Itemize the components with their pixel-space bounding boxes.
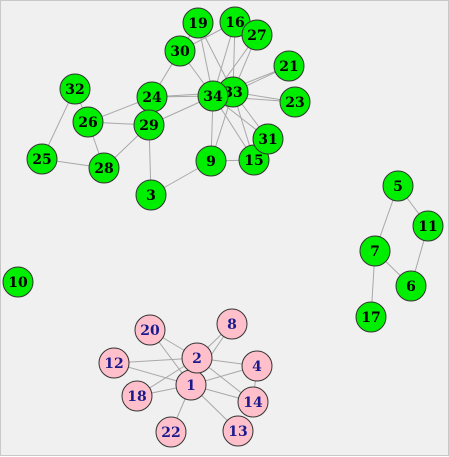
node-circle[interactable] <box>241 19 273 51</box>
node-31[interactable]: 31 <box>252 123 284 155</box>
node-circle[interactable] <box>155 416 187 448</box>
node-6[interactable]: 6 <box>395 270 427 302</box>
node-label: 15 <box>244 153 263 169</box>
node-circle[interactable] <box>195 145 227 177</box>
node-9[interactable]: 9 <box>195 145 227 177</box>
node-11[interactable]: 11 <box>412 210 444 242</box>
node-label: 14 <box>243 395 263 411</box>
node-label: 30 <box>170 44 190 60</box>
node-circle[interactable] <box>355 301 387 333</box>
node-circle[interactable] <box>59 73 91 105</box>
node-label: 31 <box>258 132 277 148</box>
node-10[interactable]: 10 <box>2 266 34 298</box>
node-12[interactable]: 12 <box>98 347 130 379</box>
node-label: 23 <box>285 95 304 111</box>
node-circle[interactable] <box>382 170 414 202</box>
node-24[interactable]: 24 <box>136 81 168 113</box>
node-circle[interactable] <box>273 50 305 82</box>
node-label: 34 <box>203 89 223 105</box>
node-3[interactable]: 3 <box>135 179 167 211</box>
node-circle[interactable] <box>237 386 269 418</box>
node-7[interactable]: 7 <box>359 235 391 267</box>
node-circle[interactable] <box>197 80 229 112</box>
node-label: 1 <box>186 378 196 394</box>
node-21[interactable]: 21 <box>273 50 305 82</box>
node-label: 26 <box>78 115 97 131</box>
node-circle[interactable] <box>216 308 248 340</box>
node-label: 28 <box>94 161 113 177</box>
node-label: 4 <box>252 359 262 375</box>
node-label: 29 <box>139 118 158 134</box>
node-circle[interactable] <box>26 143 58 175</box>
node-25[interactable]: 25 <box>26 143 58 175</box>
node-23[interactable]: 23 <box>279 86 311 118</box>
node-16[interactable]: 16 <box>219 6 251 38</box>
node-label: 22 <box>161 425 180 441</box>
node-label: 16 <box>225 15 244 31</box>
node-13[interactable]: 13 <box>222 415 254 447</box>
node-19[interactable]: 19 <box>182 7 214 39</box>
node-28[interactable]: 28 <box>88 152 120 184</box>
node-circle[interactable] <box>72 106 104 138</box>
node-circle[interactable] <box>395 270 427 302</box>
node-circle[interactable] <box>2 266 34 298</box>
node-label: 3 <box>146 188 156 204</box>
node-circle[interactable] <box>121 380 153 412</box>
node-18[interactable]: 18 <box>121 380 153 412</box>
node-label: 21 <box>279 59 298 75</box>
node-label: 18 <box>127 389 146 405</box>
node-label: 12 <box>104 356 123 372</box>
node-label: 17 <box>361 310 380 326</box>
node-circle[interactable] <box>279 86 311 118</box>
node-circle[interactable] <box>359 235 391 267</box>
node-label: 6 <box>406 279 416 295</box>
node-14[interactable]: 14 <box>237 386 269 418</box>
node-label: 5 <box>393 179 403 195</box>
node-label: 20 <box>140 323 160 339</box>
node-circle[interactable] <box>133 109 165 141</box>
node-circle[interactable] <box>88 152 120 184</box>
node-circle[interactable] <box>181 342 213 374</box>
node-circle[interactable] <box>412 210 444 242</box>
node-34[interactable]: 34 <box>197 80 229 112</box>
node-label: 13 <box>228 424 247 440</box>
node-circle[interactable] <box>98 347 130 379</box>
node-label: 27 <box>247 28 266 44</box>
node-2[interactable]: 2 <box>181 342 213 374</box>
node-circle[interactable] <box>164 35 196 67</box>
node-circle[interactable] <box>222 415 254 447</box>
node-4[interactable]: 4 <box>241 350 273 382</box>
node-label: 8 <box>227 317 237 333</box>
node-circle[interactable] <box>134 314 166 346</box>
node-label: 2 <box>192 351 202 367</box>
node-circle[interactable] <box>182 7 214 39</box>
node-22[interactable]: 22 <box>155 416 187 448</box>
node-label: 19 <box>188 16 207 32</box>
node-5[interactable]: 5 <box>382 170 414 202</box>
node-30[interactable]: 30 <box>164 35 196 67</box>
node-8[interactable]: 8 <box>216 308 248 340</box>
node-label: 10 <box>8 275 28 291</box>
node-17[interactable]: 17 <box>355 301 387 333</box>
node-label: 9 <box>206 154 216 170</box>
node-20[interactable]: 20 <box>134 314 166 346</box>
node-26[interactable]: 26 <box>72 106 104 138</box>
node-circle[interactable] <box>252 123 284 155</box>
node-1[interactable]: 1 <box>175 369 207 401</box>
node-circle[interactable] <box>241 350 273 382</box>
node-label: 32 <box>65 82 84 98</box>
node-label: 24 <box>142 90 162 106</box>
node-label: 25 <box>32 152 51 168</box>
node-layer: 1234567891011121314151617181920212223242… <box>2 6 444 448</box>
node-label: 11 <box>418 219 437 235</box>
node-29[interactable]: 29 <box>133 109 165 141</box>
node-circle[interactable] <box>135 179 167 211</box>
node-label: 7 <box>370 244 380 260</box>
node-27[interactable]: 27 <box>241 19 273 51</box>
node-32[interactable]: 32 <box>59 73 91 105</box>
